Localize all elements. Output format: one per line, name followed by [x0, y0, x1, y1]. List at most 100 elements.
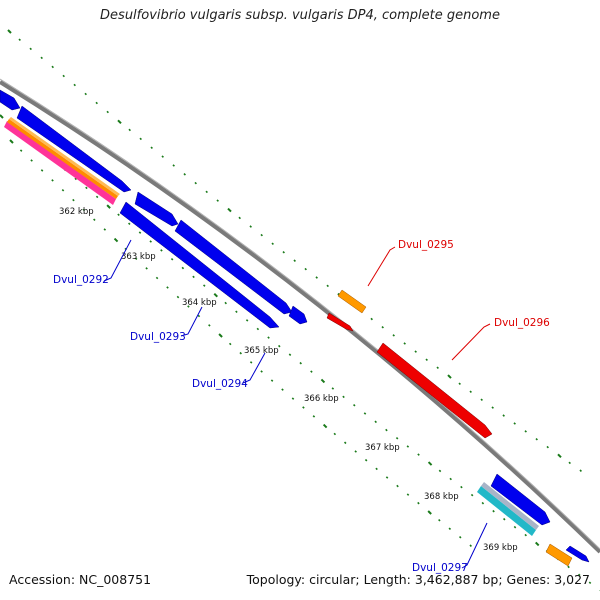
scale-dot [271, 242, 274, 245]
gene-arrow[interactable] [288, 305, 308, 325]
scale-dot [513, 422, 516, 425]
scale-dot [29, 47, 32, 51]
gene-arrow[interactable] [376, 342, 493, 439]
scale-dot [183, 173, 186, 176]
feature-stripes-left [4, 117, 120, 205]
scale-dot [216, 199, 219, 202]
scale-dot [181, 266, 185, 270]
scale-dot [385, 428, 388, 432]
scale-dot [51, 65, 54, 69]
gene-arrow[interactable] [174, 219, 293, 315]
scale-dot [427, 461, 433, 466]
scale-dot [0, 114, 4, 119]
scale-dot [293, 259, 296, 262]
scale-dot [239, 351, 242, 355]
scale-dot [363, 412, 367, 415]
scale-dot [160, 249, 163, 252]
scale-dot [117, 213, 120, 217]
gene-arrow[interactable] [134, 191, 179, 227]
scale-dot [427, 510, 432, 515]
scale-dot [51, 179, 54, 182]
scale-dot [260, 370, 263, 373]
scale-dot [278, 344, 281, 348]
scale-dot [170, 257, 174, 261]
gene-arrow[interactable] [565, 545, 590, 563]
scale-dot [85, 186, 88, 190]
label-leaders [103, 239, 491, 569]
kbp-tick-label: 365 kbp [244, 346, 279, 356]
scale-dot [84, 92, 87, 96]
scale-dot [267, 336, 270, 339]
scale-dot [449, 477, 452, 481]
scale-dot [417, 453, 420, 456]
gene-label-forward[interactable]: Dvul_0295 [398, 239, 454, 251]
scale-dot [567, 565, 570, 569]
scale-dot [19, 149, 23, 152]
genome-backbone [0, 80, 600, 554]
scale-dot [172, 164, 175, 167]
scale-dot [425, 358, 428, 361]
gene-label-reverse[interactable]: Dvul_0294 [192, 378, 248, 390]
scale-dot [578, 573, 581, 577]
scale-dot [95, 195, 99, 199]
scale-dot [331, 387, 335, 390]
kbp-tick-label: 368 kbp [424, 492, 459, 502]
feature-block[interactable] [545, 543, 573, 567]
scale-dot [310, 370, 313, 373]
map-title: Desulfovibrio vulgaris subsp. vulgaris D… [100, 8, 500, 23]
scale-dot [392, 334, 395, 337]
scale-dot [187, 305, 190, 308]
scale-dot [414, 350, 417, 353]
scale-dot [535, 541, 540, 547]
scale-dot [322, 423, 328, 429]
scale-dot [128, 128, 131, 132]
kbp-tick-labels: 362 kbp 363 kbp 364 kbp 365 kbp 366 kbp … [59, 207, 518, 553]
scale-dot [238, 216, 241, 220]
scale-dot [375, 467, 378, 471]
scale-dot [166, 286, 169, 289]
scale-dot [333, 432, 337, 436]
scale-dot [228, 342, 232, 346]
scale-dot [106, 110, 109, 114]
scale-dot [417, 501, 420, 505]
gene-label-reverse[interactable]: Dvul_0297 [412, 562, 468, 574]
gene-arrow[interactable] [16, 105, 132, 193]
scale-dot [320, 378, 326, 384]
accession-label: Accession: NC_008751 [9, 572, 152, 587]
scale-dot [205, 190, 208, 194]
scale-dot [134, 257, 138, 260]
scale-dot [568, 461, 571, 465]
reverse-genes [0, 89, 590, 563]
scale-dot [304, 267, 307, 271]
scale-dot [139, 137, 142, 141]
orange-features [337, 289, 573, 567]
scale-dot [40, 56, 43, 60]
scale-dot [502, 414, 505, 417]
scale-dot [546, 445, 549, 449]
gene-arrow[interactable] [326, 312, 354, 332]
kbp-tick-label: 369 kbp [483, 543, 518, 553]
scale-dot [9, 139, 14, 144]
scale-dot [194, 181, 197, 185]
genome-stats-label: Topology: circular; Length: 3,462,887 bp… [246, 572, 590, 587]
scale-dot [282, 250, 285, 254]
scale-dot [197, 314, 201, 318]
gene-label-reverse[interactable]: Dvul_0292 [53, 274, 109, 286]
scale-dot [82, 208, 86, 212]
gene-arrow[interactable] [490, 473, 551, 526]
kbp-tick-label: 364 kbp [182, 298, 217, 308]
scale-dot [7, 29, 12, 34]
scale-dot [557, 453, 562, 458]
scale-dot [315, 276, 318, 279]
gene-arrow[interactable] [119, 201, 280, 329]
gene-label-reverse[interactable]: Dvul_0293 [130, 331, 186, 343]
scale-dot [106, 204, 111, 209]
feature-block[interactable] [337, 289, 367, 314]
scale-dot [524, 430, 527, 433]
scale-dot [481, 501, 485, 505]
gene-arrow[interactable] [0, 89, 21, 111]
gene-label-forward[interactable]: Dvul_0296 [494, 317, 550, 329]
scale-dot [436, 366, 439, 370]
scale-dot [469, 390, 472, 394]
